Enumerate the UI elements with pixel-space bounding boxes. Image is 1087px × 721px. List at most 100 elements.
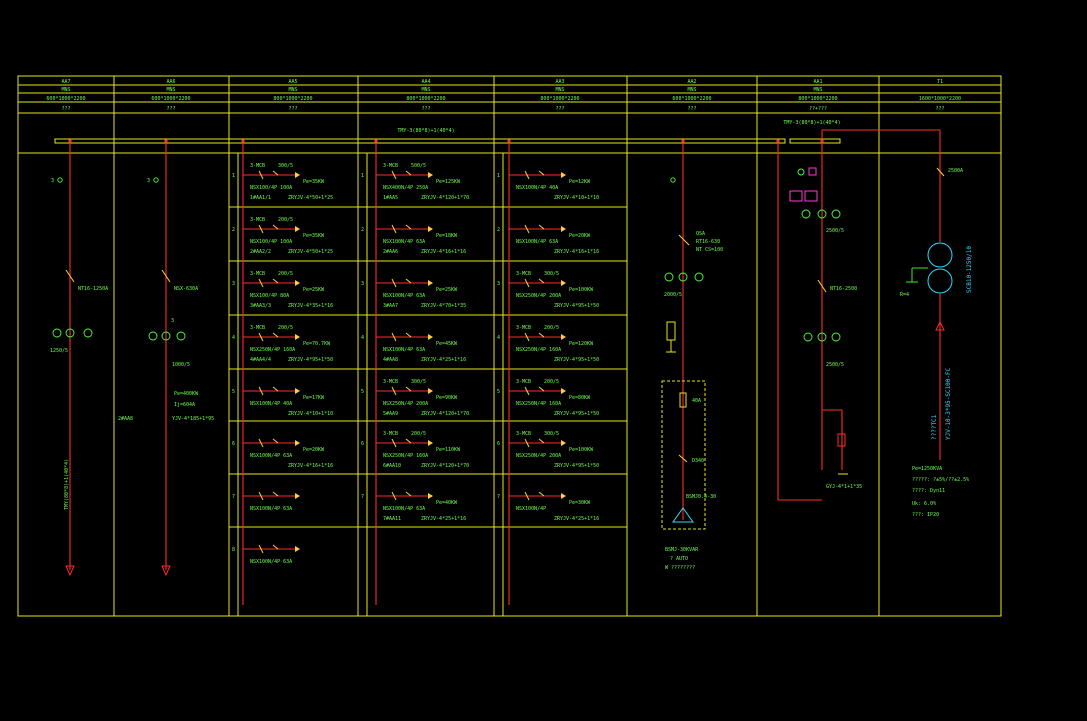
arrow-right-icon: [561, 388, 566, 394]
breaker-icon: [524, 224, 530, 234]
arrester-icon: [666, 321, 676, 341]
breaker-icon: [538, 491, 545, 497]
aa2-note3: W ????????: [665, 565, 695, 571]
cable-spec: ZRYJV-4*16+1*16: [554, 249, 599, 255]
ct-icon: [678, 272, 688, 282]
breaker-icon: [538, 170, 545, 176]
cabinet-dims: 800*1000*2200: [798, 96, 837, 102]
power-label: Pe=18KW: [436, 233, 458, 239]
breaker-spec: NSX250N/4P 200A: [516, 453, 561, 459]
breaker-icon: [538, 224, 545, 230]
breaker-spec: NSX100N/4P 63A: [250, 453, 292, 459]
breaker-icon: [538, 386, 545, 392]
header-cabinet-ids: AA7 AA6 AA5 AA4 AA3 AA2 AA1 T1: [61, 79, 943, 85]
row-number: 8: [232, 547, 235, 553]
row-number: 3: [361, 281, 364, 287]
breaker-spec: NSX250N/4P 160A: [516, 401, 561, 407]
ct-ratio: 500/5: [411, 163, 426, 169]
breaker-icon: [524, 491, 530, 501]
breaker-spec: NSX100N/4P 63A: [250, 506, 292, 512]
cable-spec: ZRYJV-4*120+1*70: [421, 411, 469, 417]
power-label: Pe=20KW: [569, 233, 591, 239]
ct-ratio: 300/5: [544, 431, 559, 437]
breaker-icon: [272, 332, 279, 338]
ct-icon: [664, 272, 674, 282]
ct-ratio: 300/5: [278, 163, 293, 169]
ct-icon: [801, 209, 811, 219]
row-number: 2: [232, 227, 235, 233]
breaker-spec: NSX100N/4P 63A: [516, 239, 558, 245]
cabinet-type: MNS: [813, 87, 822, 93]
meter-label: 3-MCB: [250, 325, 265, 331]
breaker-icon: [272, 438, 279, 444]
arrow-right-icon: [295, 226, 300, 232]
meter-label: 3-MCB: [383, 431, 398, 437]
ct-ratio: 1000/5: [172, 362, 190, 368]
row-number: 1: [232, 173, 235, 179]
cabinet-id: AA3: [555, 79, 564, 85]
fuse-icon: [679, 392, 687, 408]
cabinet-dims: 800*1000*2200: [540, 96, 579, 102]
switch-icon: [678, 234, 690, 246]
ct-marker-icon: [153, 177, 159, 183]
cable-spec: ZRYJV-4*95+1*50: [554, 303, 599, 309]
meter-icon: [789, 190, 803, 202]
cabinet-name: ???: [166, 106, 175, 112]
arrow-right-icon: [295, 388, 300, 394]
breaker-icon: [272, 224, 279, 230]
breaker-icon: [161, 269, 171, 283]
power-label: Pe=110KW: [436, 447, 461, 453]
ct-label: 3: [51, 178, 54, 184]
power-label: Pe=20KW: [303, 447, 325, 453]
ct-icon: [694, 272, 704, 282]
ct-marker-icon: [670, 177, 676, 183]
cable-spec: ZRYJV-4*10+1*10: [288, 411, 333, 417]
breaker-spec: NSX100/4P 100A: [250, 239, 292, 245]
breaker-icon: [524, 278, 530, 288]
indicator-icon: [797, 168, 805, 176]
breaker-icon: [258, 544, 264, 554]
row-number: 5: [361, 389, 364, 395]
ct-icon: [52, 328, 62, 338]
arrow-right-icon: [561, 334, 566, 340]
arrow-right-icon: [561, 172, 566, 178]
cable-spec: ZRYJV-4*70+1*35: [421, 303, 466, 309]
arrow-right-icon: [295, 546, 300, 552]
arrow-right-icon: [295, 280, 300, 286]
circuit-label: 3#AA7: [383, 303, 398, 309]
ij-label: Ij=604A: [174, 402, 195, 408]
breaker-icon: [405, 224, 412, 230]
breaker-icon: [272, 278, 279, 284]
power-label: Pe=25KW: [303, 287, 325, 293]
cabinet-dims: 1600*1000*2200: [919, 96, 961, 102]
row-number: 5: [497, 389, 500, 395]
breaker-icon: [391, 386, 397, 396]
circuit-label: 3#AA3/3: [250, 303, 271, 309]
cabinet-id: AA6: [166, 79, 175, 85]
ct-ratio: 200/5: [411, 431, 426, 437]
circuit-label: 6#AA10: [383, 463, 401, 469]
breaker-spec: NSX100N/4P 40A: [516, 185, 558, 191]
row-number: 2: [497, 227, 500, 233]
ct-ratio-top: 2500/5: [826, 228, 844, 234]
cable-spec: ZRYJV-4*95+1*50: [554, 411, 599, 417]
breaker-icon: [258, 224, 264, 234]
circuit-label: 1#AA5: [383, 195, 398, 201]
breaker-icon: [405, 491, 412, 497]
meter-label: 3-MCB: [516, 431, 531, 437]
aa2-label2: RT16-630: [696, 239, 720, 245]
arrow-right-icon: [295, 493, 300, 499]
t1-spec1: Pe=1250KVA: [912, 466, 942, 472]
ct-marker-icon: [57, 177, 63, 183]
cabinet-dims: 800*1000*2200: [406, 96, 445, 102]
cabinet-dims: 600*1000*2200: [672, 96, 711, 102]
busbar-label: TMY-3(80*8)+1(40*4): [397, 128, 454, 134]
ct-icon: [831, 332, 841, 342]
breaker-icon: [391, 332, 397, 342]
transformer-winding-icon: [927, 242, 953, 268]
meter-label: 3-MCB: [516, 325, 531, 331]
cabinet-name: ???: [687, 106, 696, 112]
circuit-label: 4#AA4/4: [250, 357, 271, 363]
note-label: 2#AA8: [118, 416, 133, 422]
